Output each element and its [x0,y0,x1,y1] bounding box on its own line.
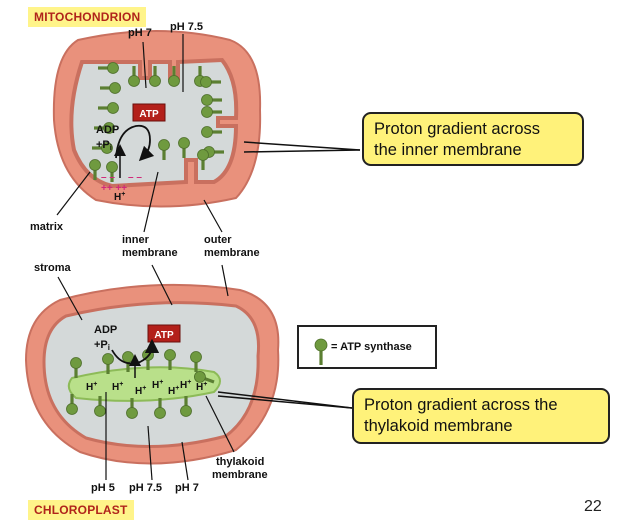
svg-text:H+: H+ [168,385,179,397]
label-outer-line2: membrane [204,247,260,259]
legend-text: = ATP synthase [331,341,412,353]
thylakoid-protons: H+ H+ H+ H+ H+ H+ H+ [86,379,207,397]
mito-plus-charges: ++ ++ [101,183,127,194]
callout-bottom-leader-2 [217,395,353,409]
chloroplast-title: CHLOROPLAST [28,500,134,520]
svg-text:H+: H+ [112,381,123,393]
mito-adp-label: ADP [96,124,119,136]
label-ph7: pH 7 [128,27,152,39]
mitochondrion-title: MITOCHONDRION [28,7,147,27]
thylakoid-membrane [67,366,221,402]
leader-ph75b [147,425,153,481]
mito-atp-label: ATP [139,109,159,120]
chloro-pi-label: +Pi [94,339,110,352]
callout-inner-membrane: Proton gradient across the inner membran… [362,112,584,166]
label-inner-line1: inner [122,234,149,246]
svg-text:H+: H+ [135,385,146,397]
label-ph5: pH 5 [91,482,115,494]
label-ph7-chloro: pH 7 [175,482,199,494]
chloroplast [24,283,280,465]
svg-text:H+: H+ [86,381,97,393]
chloro-atp-box [147,324,181,343]
label-inner-membrane: inner membrane [122,234,178,260]
label-stroma: stroma [34,262,71,274]
mito-minus-charges: – – [101,172,115,183]
label-ph75-chloro: pH 7.5 [129,482,163,494]
mito-reaction-arrow [115,124,155,162]
label-matrix: matrix [30,221,64,233]
callout-thylakoid-membrane: Proton gradient across the thylakoid mem… [352,388,610,444]
svg-text:H+: H+ [180,379,191,391]
callout-top-leader [243,141,361,151]
label-thylakoid-membrane: thylakoid membrane [212,456,268,482]
legend-box: = ATP synthase [297,325,437,369]
callout-bottom-line2: thylakoid membrane [364,417,513,435]
callout-top-leader-2 [243,149,361,153]
callout-top-line2: the inner membrane [374,141,522,159]
callout-top-line1: Proton gradient across [374,120,541,138]
svg-text:H+: H+ [196,381,207,393]
mito-hplus: H+ [114,191,125,203]
atp-synthase-icon [314,338,328,365]
svg-text:H+: H+ [152,379,163,391]
leader-thylakoid [205,395,235,453]
label-outer-membrane: outer membrane [204,234,260,260]
mito-pi-label: +Pi [96,139,112,152]
leader-stroma [57,276,83,321]
label-inner-line2: membrane [122,247,178,259]
chloro-atp-label: ATP [154,330,174,341]
label-ph75: pH 7.5 [170,21,204,33]
leader-ph7b [181,441,189,481]
leader-matrix [56,171,91,216]
mito-atp-box [132,103,166,122]
chloro-adp-label: ADP [94,324,117,336]
leader-inner-to-chloro [151,264,173,306]
leader-outer-to-chloro [221,264,229,297]
callout-bottom-line1: Proton gradient across the [364,396,558,414]
label-outer-line1: outer [204,234,232,246]
mito-minus-charges-2: – – [128,172,142,183]
leader-ph7 [142,41,147,89]
label-thylakoid-line1: thylakoid [216,456,265,468]
page-number: 22 [584,498,602,515]
leader-inner [143,171,159,233]
label-thylakoid-line2: membrane [212,469,268,481]
leader-outer [203,199,223,233]
